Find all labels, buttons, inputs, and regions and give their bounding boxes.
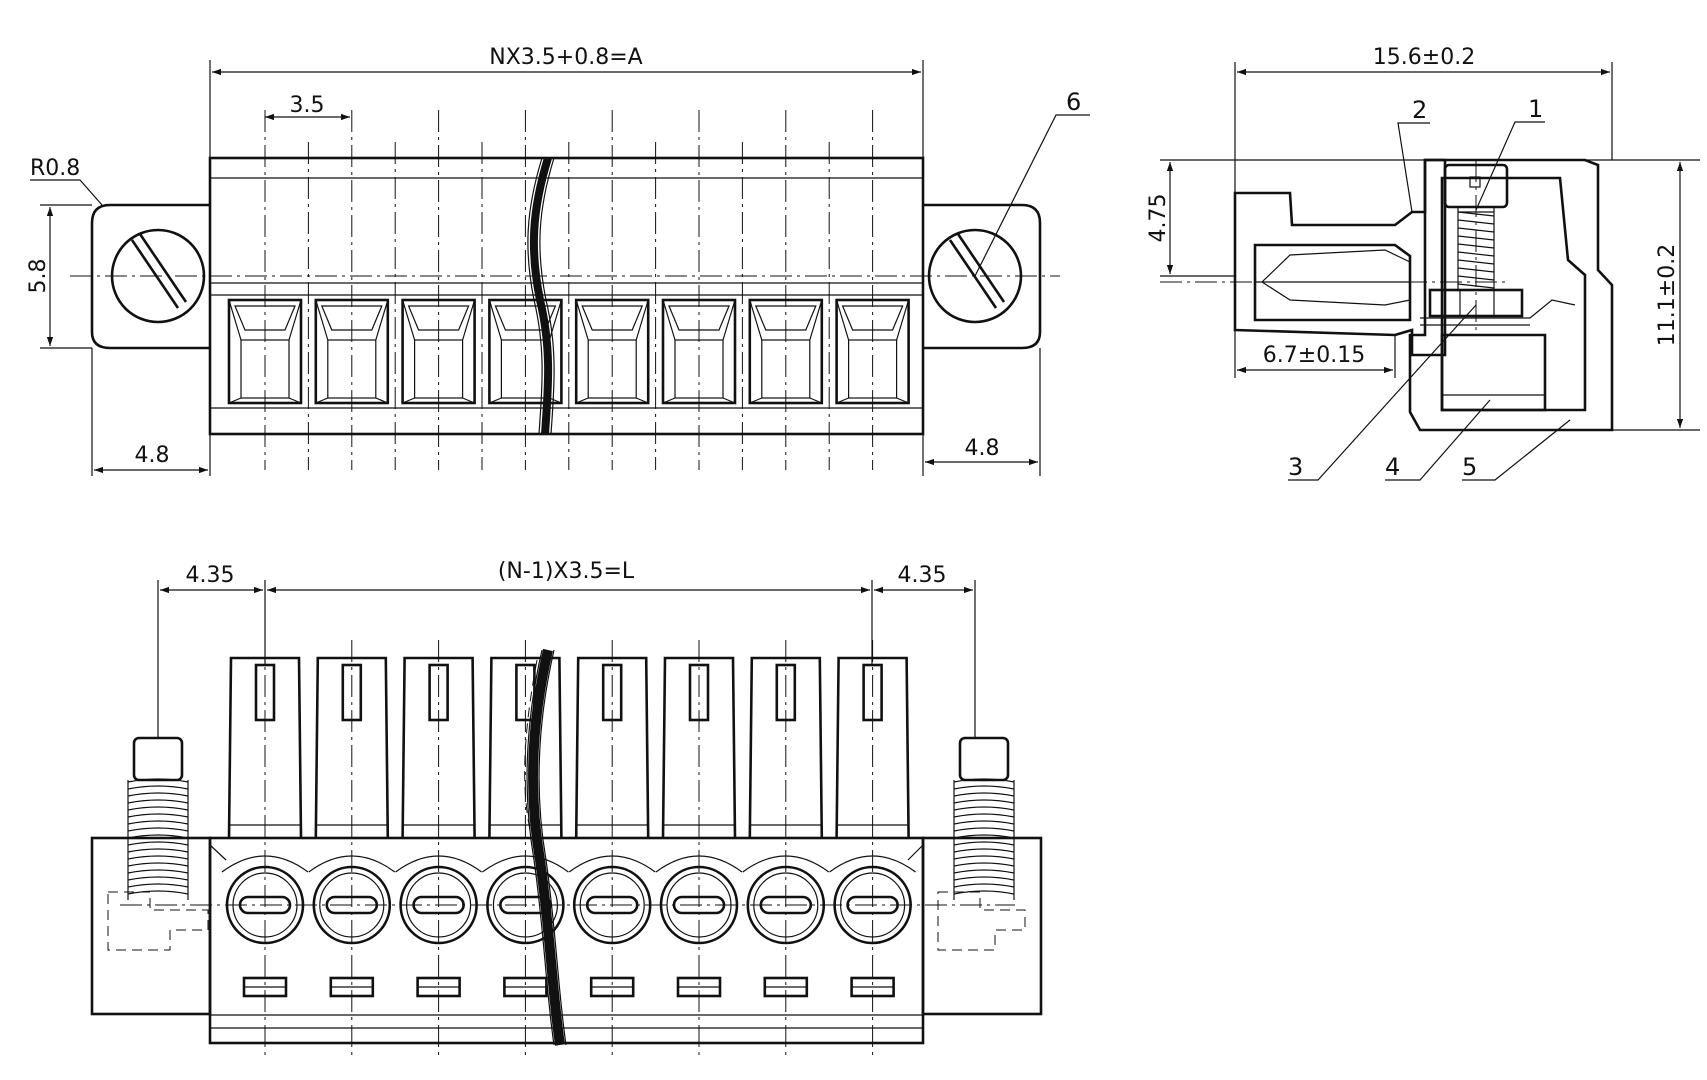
- dim-flange-right: 4.8: [965, 436, 1000, 461]
- dim-side-width: 15.6±0.2: [1373, 45, 1475, 70]
- front-left-flange: [90, 203, 210, 350]
- top-pitch-centerlines: [264, 640, 874, 1060]
- front-pocket: [227, 298, 303, 405]
- dim-pin-height: 4.75: [1146, 194, 1171, 243]
- dim-radius: R0.8: [30, 156, 80, 181]
- front-pitch-centerlines: [264, 110, 874, 470]
- callout-2: 2: [1412, 96, 1427, 124]
- front-body: [208, 156, 925, 436]
- side-section-view: 15.6±0.2 11.1±0.2 4.75 6.7±0.15 2 1 3 4 …: [1146, 45, 1700, 481]
- dim-side-height: 11.1±0.2: [1655, 244, 1680, 346]
- flange-screw-thread: [127, 778, 189, 895]
- top-pole-features: [221, 656, 916, 998]
- front-pocket: [401, 298, 476, 405]
- side-contact-spring: [1255, 249, 1411, 306]
- callout-5: 5: [1462, 453, 1477, 481]
- side-screw-shank: [1457, 207, 1495, 290]
- side-plug-housing: [1233, 158, 1447, 357]
- front-pocket: [314, 298, 390, 405]
- front-pocket: [661, 298, 737, 405]
- front-pocket: [574, 298, 650, 405]
- dim-end-left: 4.35: [186, 563, 235, 588]
- dim-pole-span: (N-1)X3.5=L: [498, 559, 635, 584]
- top-body: [208, 836, 925, 1045]
- top-break-line: [528, 648, 565, 1046]
- dim-end-right: 4.35: [898, 563, 947, 588]
- front-view: NX3.5+0.8=A 3.5 R0.8 5.8 4.8 4.8 6: [26, 45, 1090, 476]
- front-break-line: [529, 156, 553, 435]
- dim-overall-length: NX3.5+0.8=A: [489, 45, 642, 70]
- top-left-flange-screw: [127, 736, 189, 900]
- dim-pin-depth: 6.7±0.15: [1263, 343, 1365, 368]
- callout-6: 6: [1066, 88, 1081, 116]
- dim-pitch: 3.5: [290, 93, 325, 118]
- side-wire-clamp: [1420, 299, 1576, 326]
- top-right-flange: [921, 836, 1043, 1016]
- top-right-flange-screw: [953, 736, 1015, 900]
- top-view: 4.35 (N-1)X3.5=L 4.35: [90, 559, 1043, 1060]
- flange-screw-thread: [953, 778, 1015, 895]
- front-pocket: [748, 298, 824, 405]
- flange-screw-shank: [127, 780, 189, 900]
- top-left-flange: [90, 836, 212, 1016]
- front-pocket: [835, 298, 910, 405]
- dim-flange-height: 5.8: [26, 259, 51, 294]
- front-right-flange: [923, 203, 1042, 350]
- callout-3: 3: [1288, 453, 1303, 481]
- flange-screw-shank: [953, 780, 1015, 900]
- dim-flange-left: 4.8: [135, 443, 170, 468]
- callout-1: 1: [1528, 95, 1543, 123]
- side-header-housing: [1408, 158, 1614, 432]
- callout-4: 4: [1385, 453, 1400, 481]
